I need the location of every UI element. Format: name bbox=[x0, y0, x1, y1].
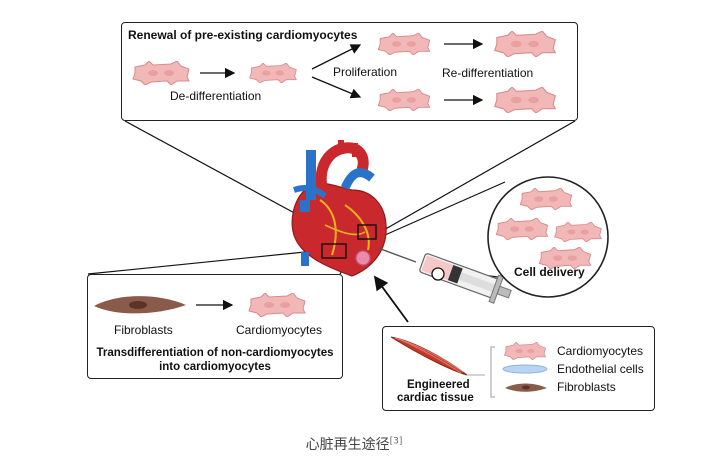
engineered-label-line1: Engineered bbox=[407, 379, 470, 391]
engineered-label-line2: cardiac tissue bbox=[397, 392, 474, 404]
top-panel-connector-right bbox=[374, 120, 576, 236]
legend-cardiomyocytes: Cardiomyocytes bbox=[557, 344, 644, 358]
tissue-to-heart-arrow bbox=[373, 275, 409, 323]
fibroblast-nucleus bbox=[129, 301, 147, 309]
legend-endothelial-icon bbox=[502, 364, 548, 374]
syringe-illustration bbox=[377, 247, 512, 304]
proliferation-label: Proliferation bbox=[333, 65, 398, 79]
cell-delivery-label: Cell delivery bbox=[514, 265, 585, 279]
redifferentiation-label: Re-differentiation bbox=[442, 66, 534, 80]
injury-site bbox=[355, 250, 371, 266]
circle-connector-top bbox=[384, 181, 506, 236]
dedifferentiated-cell bbox=[249, 63, 297, 83]
renewal-panel-graphics bbox=[132, 31, 556, 113]
transdifferentiation-title-line2: into cardiomyocytes bbox=[159, 361, 271, 373]
renewal-title: Renewal of pre-existing cardiomyocytes bbox=[128, 28, 358, 42]
figure-caption: 心脏再生途径[3] bbox=[0, 434, 708, 454]
legend-cardiomyocyte-icon bbox=[504, 342, 546, 360]
dedifferentiation-label: De-differentiation bbox=[170, 89, 262, 103]
heart-illustration bbox=[291, 140, 387, 277]
engineered-tissue-panel: Engineered cardiac tissue Cardiomyocytes… bbox=[382, 326, 655, 411]
legend-fibroblasts: Fibroblasts bbox=[557, 380, 616, 394]
engineered-tissue-graphics bbox=[390, 336, 548, 398]
legend-bracket bbox=[490, 346, 495, 398]
redifferentiated-cell-bottom bbox=[494, 87, 556, 113]
renewal-panel: Renewal of pre-existing cardiomyocytes D… bbox=[121, 22, 578, 121]
cell-delivery-circle bbox=[487, 176, 609, 298]
transdifferentiation-title-line1: Transdifferentiation of non-cardiomyocyt… bbox=[96, 347, 334, 359]
heart-region-box-top bbox=[357, 224, 377, 240]
heart-region-box-left bbox=[321, 243, 347, 259]
cardiomyocytes-label: Cardiomyocytes bbox=[236, 323, 323, 337]
transdifferentiation-panel-graphics bbox=[94, 293, 306, 317]
caption-reference[interactable]: [3] bbox=[389, 436, 403, 447]
transdifferentiation-panel: Fibroblasts Cardiomyocytes Transdifferen… bbox=[87, 274, 343, 379]
legend-endothelial-cells: Endothelial cells bbox=[557, 362, 644, 376]
cardiomyocyte-cell bbox=[132, 61, 190, 85]
caption-text: 心脏再生途径 bbox=[305, 437, 390, 453]
left-panel-connector-top bbox=[87, 250, 316, 275]
proliferation-arrow-down bbox=[311, 76, 362, 99]
proliferating-cell-top bbox=[377, 33, 431, 55]
redifferentiated-cell-top bbox=[494, 31, 556, 57]
cardiomyocyte-cell bbox=[248, 293, 306, 317]
proliferation-arrow-up bbox=[311, 44, 362, 70]
proliferating-cell-bottom bbox=[377, 89, 431, 111]
fibroblasts-label: Fibroblasts bbox=[114, 323, 173, 337]
